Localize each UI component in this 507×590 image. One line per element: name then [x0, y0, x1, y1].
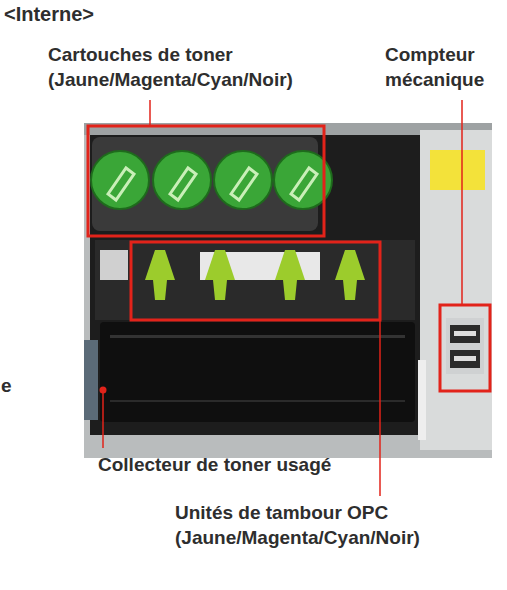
part-label: Compteur mécanique [385, 42, 503, 92]
part-label: Unités de tambour OPC (Jaune/Magenta/Cya… [175, 500, 437, 550]
cut-off-text: e [1, 373, 12, 398]
part-label: Collecteur de toner usagé [98, 452, 331, 477]
part-label: Cartouches de toner (Jaune/Magenta/Cyan/… [48, 42, 310, 92]
section-title: <Interne> [4, 2, 94, 27]
